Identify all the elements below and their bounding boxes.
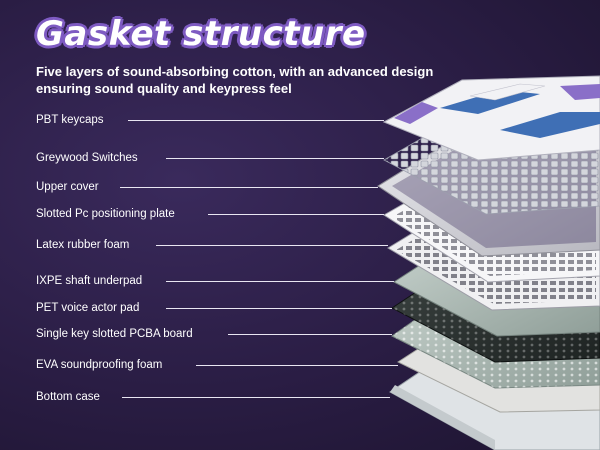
layer-row-pcba: Single key slotted PCBA board [36,326,193,342]
leader-line [196,365,398,366]
subtitle-line-1: Five layers of sound-absorbing cotton, w… [36,64,434,79]
leader-line [166,281,394,282]
leader-line [228,334,392,335]
leader-line [156,245,388,246]
leader-line [122,397,390,398]
layer-row-bottom-case: Bottom case [36,389,100,405]
layer-label: Greywood Switches [36,152,138,164]
layer-label: PET voice actor pad [36,302,140,314]
layer-row-switches: Greywood Switches [36,150,138,166]
leader-line [120,187,378,188]
layer-label: Bottom case [36,391,100,403]
leader-line [166,308,392,309]
layer-label: IXPE shaft underpad [36,275,143,287]
layer-label: Slotted Pc positioning plate [36,208,175,220]
layer-label: EVA soundproofing foam [36,359,163,371]
layer-row-ixpe: IXPE shaft underpad [36,273,142,289]
leader-line [128,120,384,121]
layer-row-keycaps: PBT keycaps [36,112,104,128]
layer-label: Single key slotted PCBA board [36,328,193,340]
leader-line [166,158,384,159]
layer-label: Upper cover [36,181,99,193]
subtitle-line-2: ensuring sound quality and keypress feel [36,81,292,96]
layer-row-pc-plate: Slotted Pc positioning plate [36,206,175,222]
page-subtitle: Five layers of sound-absorbing cotton, w… [36,63,506,97]
page-title: Gasket structure [36,14,366,54]
layer-row-latex-foam: Latex rubber foam [36,237,129,253]
layer-row-pet-pad: PET voice actor pad [36,300,139,316]
layer-label: Latex rubber foam [36,239,130,251]
keycaps-layer [382,75,600,161]
layer-label: PBT keycaps [36,114,104,126]
layer-row-eva-foam: EVA soundproofing foam [36,357,162,373]
leader-line [208,214,384,215]
layer-row-upper-cover: Upper cover [36,179,99,195]
